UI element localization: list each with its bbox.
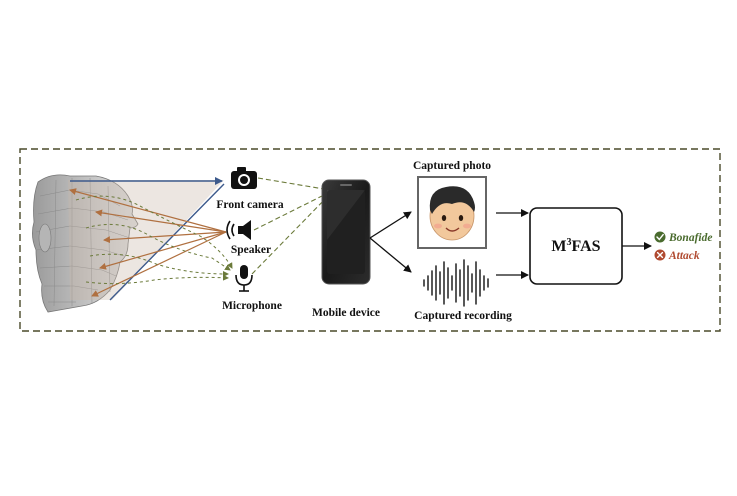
device-to-photo-arrow bbox=[369, 211, 412, 239]
microphone-icon bbox=[235, 265, 253, 292]
microphone-label: Microphone bbox=[222, 300, 282, 312]
device-to-recording-arrow bbox=[369, 237, 412, 273]
mobile-device-icon bbox=[321, 179, 371, 285]
echo-paths bbox=[75, 195, 233, 285]
m3fas-model-label: M3FAS bbox=[551, 237, 600, 255]
camera-icon bbox=[231, 167, 257, 189]
diagram-frame bbox=[19, 148, 721, 332]
captured-photo-label: Captured photo bbox=[413, 160, 491, 172]
front-camera-label: Front camera bbox=[216, 199, 283, 211]
speaker-label: Speaker bbox=[231, 244, 271, 256]
camera-ray-bottom bbox=[109, 183, 225, 301]
speaker-icon bbox=[226, 220, 251, 240]
audio-waveform-icon bbox=[423, 259, 489, 307]
captured-recording-label: Captured recording bbox=[414, 310, 512, 322]
attack-label: Attack bbox=[668, 250, 700, 262]
speaker-rays bbox=[69, 188, 227, 297]
bonafide-label: Bonafide bbox=[668, 232, 712, 244]
sensor-to-device-links bbox=[251, 177, 331, 275]
boy-face-icon bbox=[429, 186, 475, 241]
mobile-device-label: Mobile device bbox=[312, 307, 380, 319]
human-head-icon bbox=[32, 174, 139, 313]
cross-icon bbox=[654, 249, 666, 261]
check-icon bbox=[654, 231, 666, 243]
camera-view-cone bbox=[68, 180, 224, 300]
